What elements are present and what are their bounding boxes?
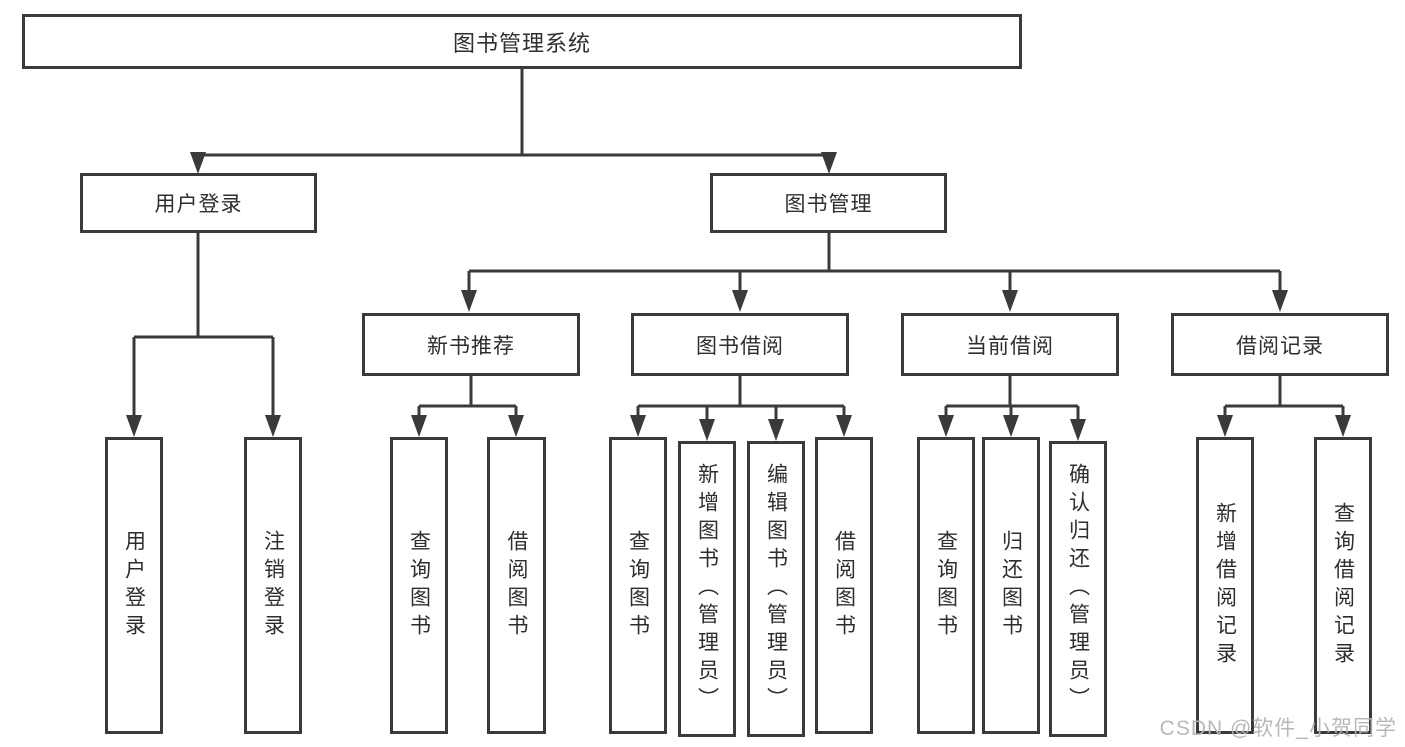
node-login-label: 用户登录 <box>122 529 146 642</box>
node-book-borrow: 图书借阅 <box>631 313 849 376</box>
node-new-book-recommend: 新书推荐 <box>362 313 580 376</box>
node-root: 图书管理系统 <box>22 14 1022 69</box>
node-currentborrow-query-books: 查询图书 <box>917 437 975 734</box>
node-logout-label: 注销登录 <box>261 529 285 642</box>
node-bookborrow-add-books-admin: 新增图书（管理员） <box>678 441 736 737</box>
node-currentborrow-query-books-label: 查询图书 <box>934 529 958 642</box>
node-newbooks-borrow-books: 借阅图书 <box>487 437 546 734</box>
node-logout: 注销登录 <box>244 437 302 734</box>
node-bookborrow-edit-books-admin: 编辑图书（管理员） <box>747 441 805 737</box>
node-currentborrow-confirm-return-admin-label: 确认归还（管理员） <box>1066 463 1090 715</box>
node-login: 用户登录 <box>105 437 163 734</box>
node-bookborrow-borrow-books: 借阅图书 <box>815 437 873 734</box>
node-records-add-record: 新增借阅记录 <box>1196 437 1254 734</box>
node-user-login: 用户登录 <box>80 173 317 233</box>
node-book-management: 图书管理 <box>710 173 947 233</box>
node-bookborrow-query-books: 查询图书 <box>609 437 667 734</box>
node-bookborrow-edit-books-admin-label: 编辑图书（管理员） <box>764 463 788 715</box>
node-currentborrow-confirm-return-admin: 确认归还（管理员） <box>1049 441 1107 737</box>
node-bookborrow-borrow-books-label: 借阅图书 <box>832 529 856 642</box>
node-currentborrow-return-books-label: 归还图书 <box>999 529 1023 642</box>
node-currentborrow-return-books: 归还图书 <box>982 437 1040 734</box>
node-records-query-record: 查询借阅记录 <box>1314 437 1372 734</box>
node-borrow-records: 借阅记录 <box>1171 313 1389 376</box>
node-newbooks-query-books-label: 查询图书 <box>407 529 431 642</box>
csdn-watermark: CSDN @软件_小贺同学 <box>1159 717 1397 740</box>
node-current-borrow: 当前借阅 <box>901 313 1119 376</box>
node-newbooks-query-books: 查询图书 <box>390 437 448 734</box>
node-records-add-record-label: 新增借阅记录 <box>1213 501 1237 670</box>
node-bookborrow-add-books-admin-label: 新增图书（管理员） <box>695 463 719 715</box>
node-bookborrow-query-books-label: 查询图书 <box>626 529 650 642</box>
node-records-query-record-label: 查询借阅记录 <box>1331 501 1355 670</box>
node-newbooks-borrow-books-label: 借阅图书 <box>505 529 529 642</box>
